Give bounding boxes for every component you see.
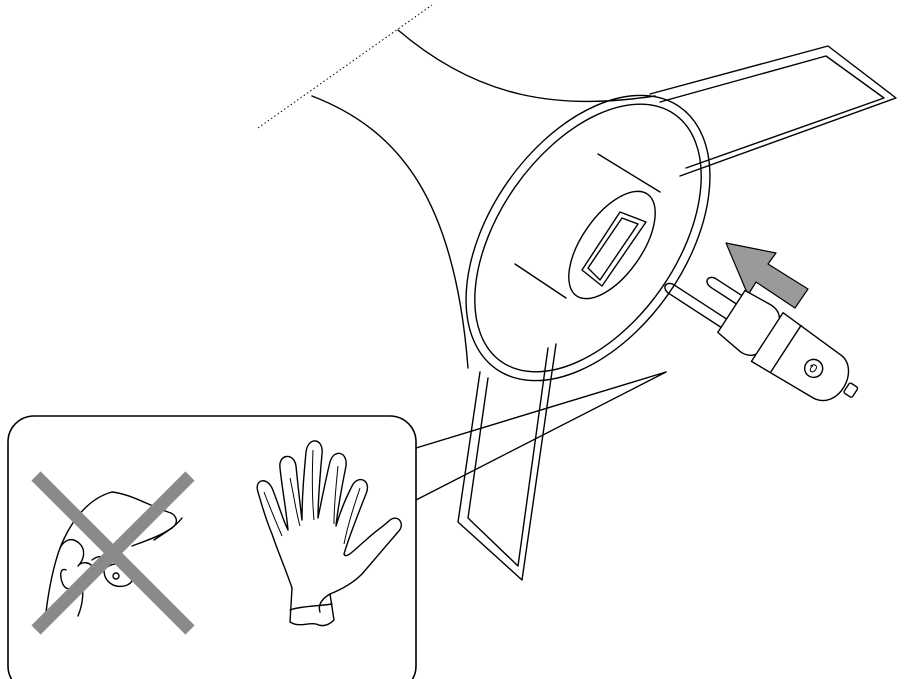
halogen-bulb-icon — [664, 276, 859, 402]
callout-box — [7, 415, 417, 679]
insert-arrow-icon — [725, 242, 809, 309]
gloved-hand-icon — [256, 440, 402, 627]
lamp-housing-icon — [257, 4, 897, 581]
callout-leader — [415, 371, 667, 501]
bare-hand-prohibited-icon — [31, 471, 195, 635]
